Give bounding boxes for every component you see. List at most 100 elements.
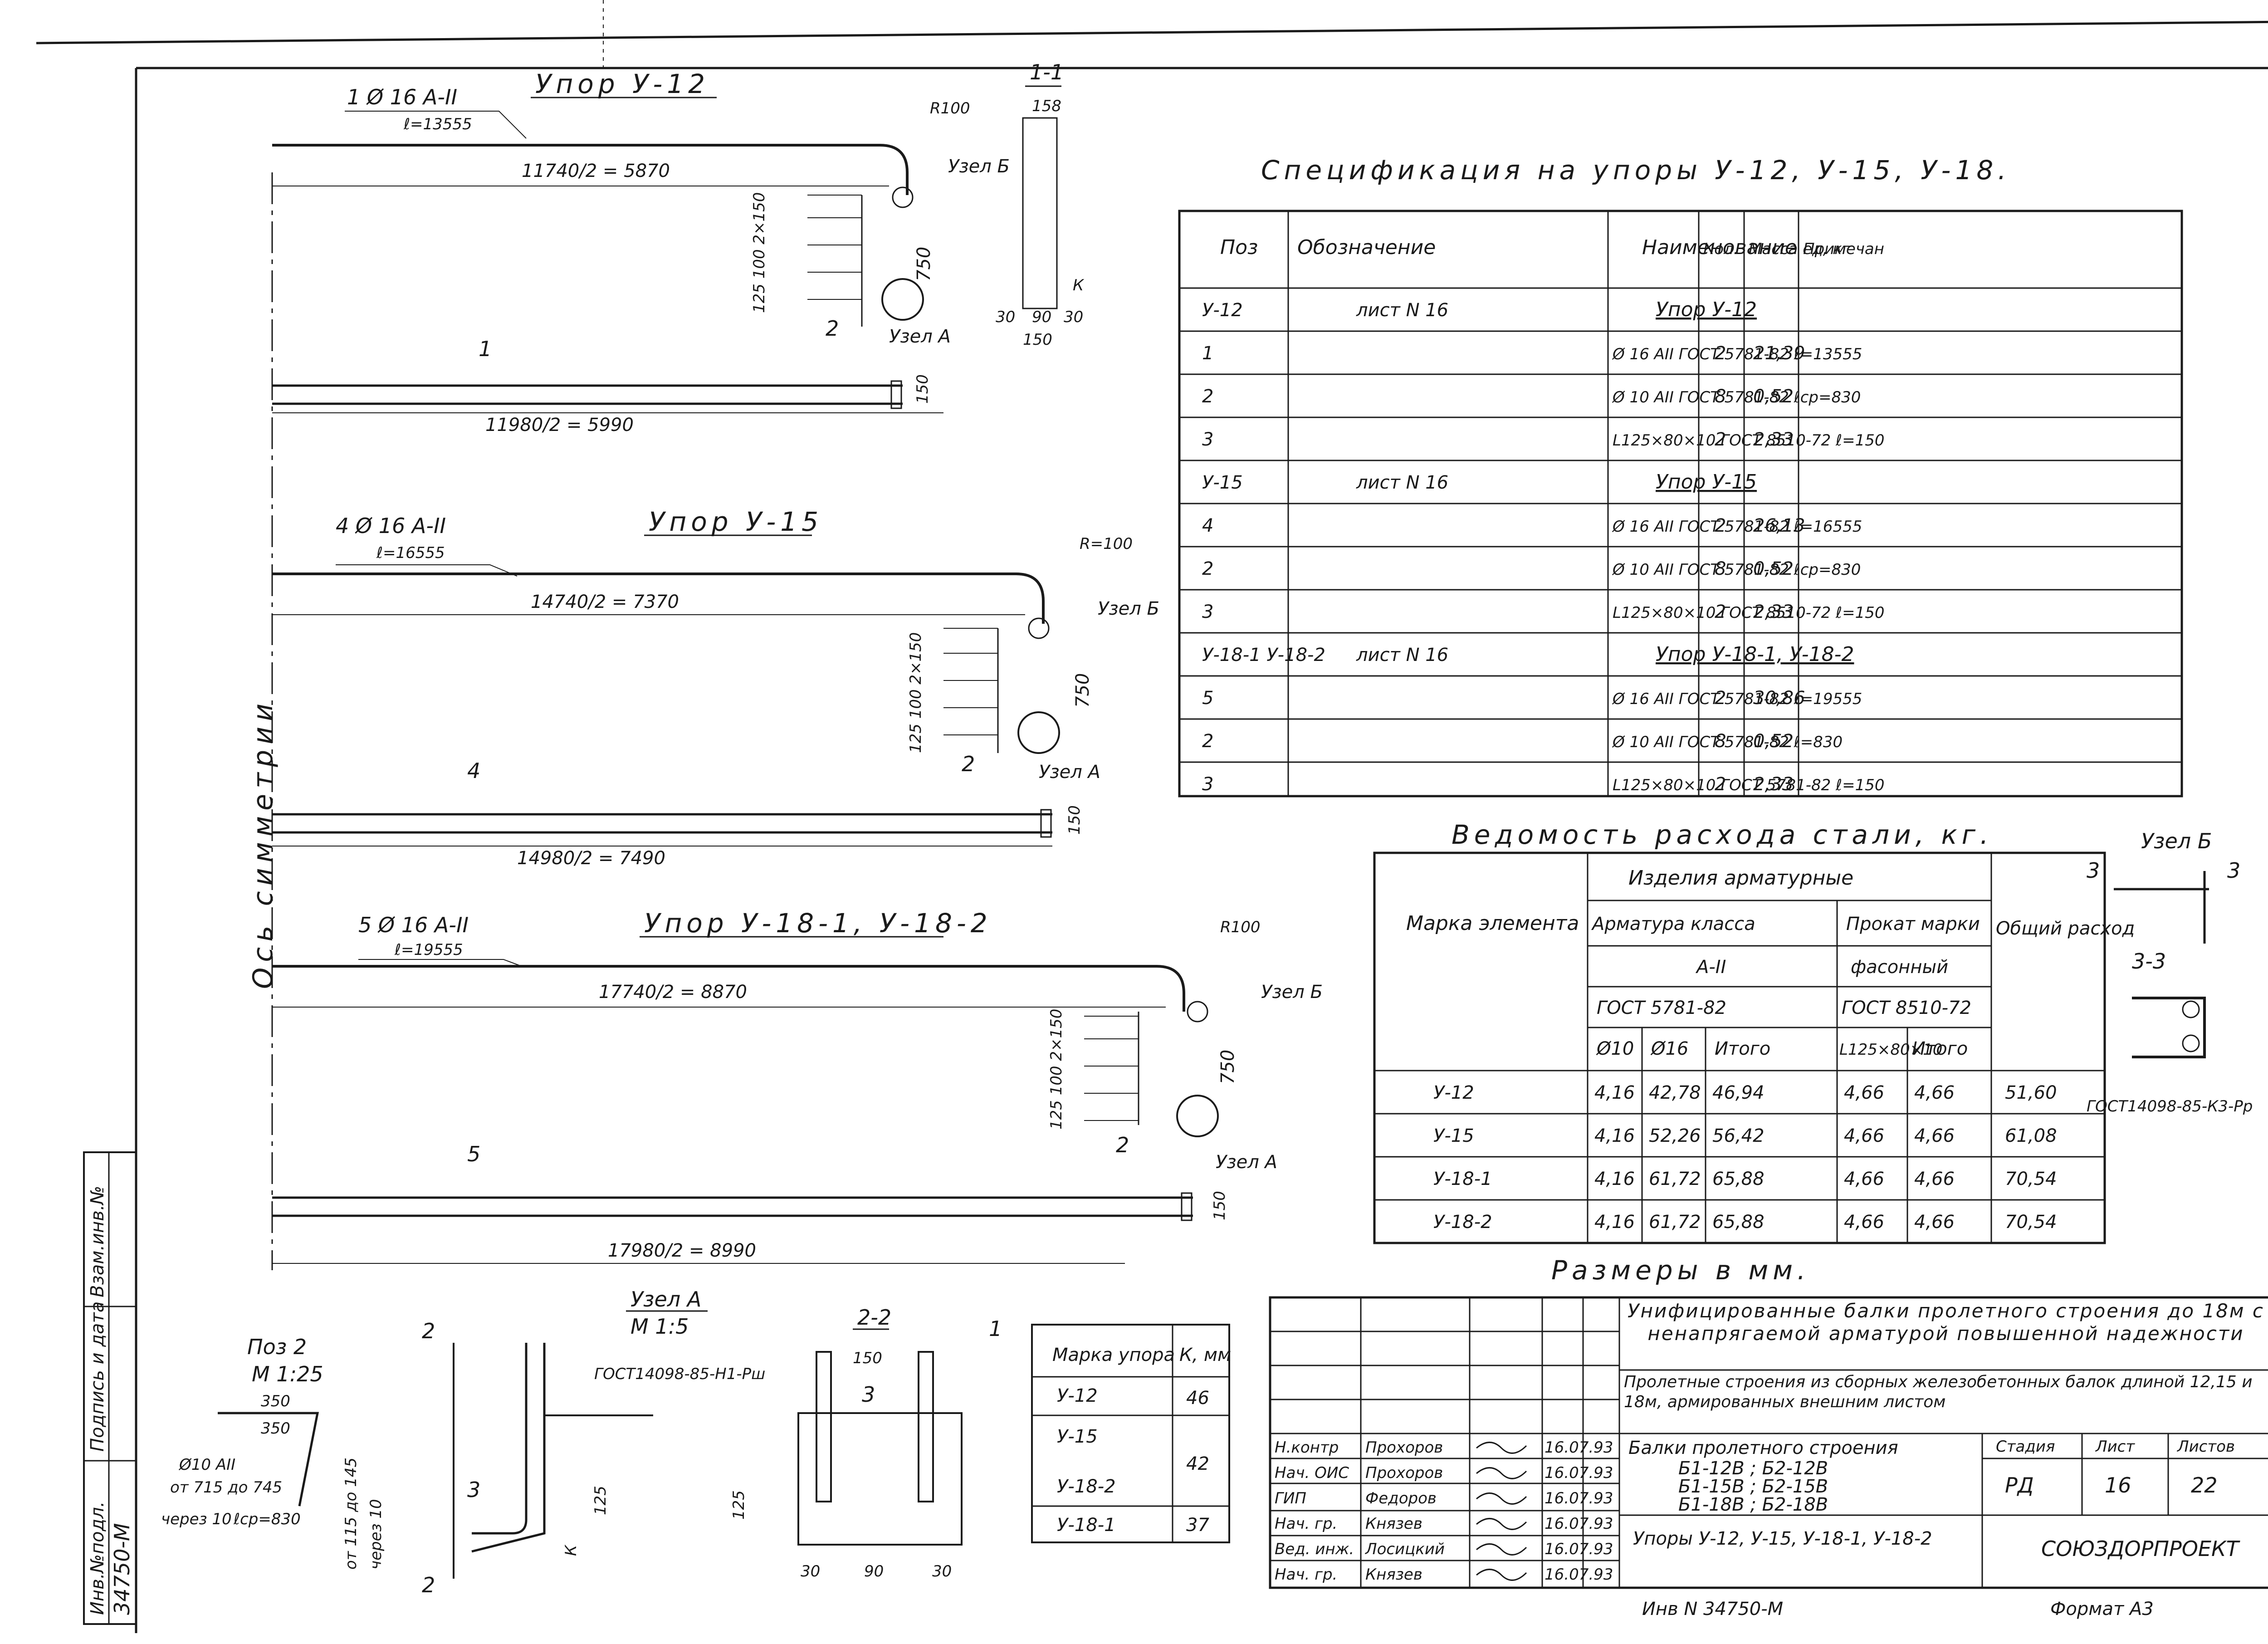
sec11-d90: 90 [1032, 308, 1051, 326]
u18-title: Упор У-18-1, У-18-2 [644, 908, 992, 939]
sec22-d30b: 30 [932, 1562, 952, 1580]
spec-cell-kol: 8 [1715, 558, 1726, 579]
steel-cell-d10: 4,16 [1594, 1082, 1635, 1103]
steel-sub-d16: Ø16 [1650, 1038, 1688, 1059]
spec-cell-name: Упор У-15 [1656, 470, 1757, 494]
steel-total-header: Общий расход [1996, 918, 2135, 939]
section-2-2: 2-2 150 1 3 125 30 90 30 [730, 1305, 1002, 1580]
u15-marker-4: 4 [467, 758, 480, 783]
spec-cell-oboz: лист N 16 [1356, 472, 1448, 493]
pos2-vstep: через 10 [367, 1499, 385, 1570]
stamp-person-date: 16.07.93 [1545, 1515, 1613, 1533]
steel-cell-l125: 4,66 [1844, 1125, 1884, 1146]
k-row1-k: 46 [1186, 1388, 1209, 1409]
steel-cell-mark: У-15 [1433, 1125, 1474, 1146]
stamp-person-role: ГИП [1275, 1489, 1306, 1507]
spec-cell-name: L125×80×10 ГОСТ 5781-82 ℓ=150 [1613, 776, 1884, 794]
u15-dim-750: 750 [1072, 673, 1093, 708]
spec-cell-poz: 2 [1202, 558, 1213, 579]
u15-dim-top: 14740/2 = 7370 [531, 592, 679, 612]
k-row3-mark: У-18-2 [1057, 1476, 1116, 1497]
u18-dim-bot: 17980/2 = 8990 [608, 1240, 756, 1261]
spec-cell-oboz: лист N 16 [1356, 300, 1448, 321]
spec-cell-kol: 8 [1715, 386, 1726, 407]
pos2-lcp: ℓср=830 [233, 1510, 301, 1528]
pos2-d350a: 350 [261, 1392, 290, 1410]
steel-class-value: A-II [1695, 957, 1726, 978]
steel-cell-d16: 52,26 [1649, 1125, 1701, 1146]
nodea-scale: М 1:5 [631, 1314, 689, 1339]
u12-dim-bot: 11980/2 = 5990 [485, 415, 634, 435]
steel-cell-total: 70,54 [2005, 1212, 2057, 1233]
u18-dim-vert: 125 100 2×150 [1047, 1009, 1066, 1130]
u15-marker-2: 2 [962, 752, 975, 776]
steel-cell-d10: 4,16 [1594, 1212, 1635, 1233]
nodea-m3: 3 [467, 1478, 480, 1502]
u15-radius: R=100 [1080, 535, 1133, 553]
steel-cell-d16: 42,78 [1649, 1082, 1701, 1103]
spec-cell-kol: 2 [1715, 343, 1726, 364]
steel-cell-d10: 4,16 [1594, 1169, 1635, 1189]
u15-length: ℓ=16555 [376, 544, 445, 562]
stamp-sheet-label: Лист [2095, 1438, 2135, 1456]
u15-node-b: Узел Б [1098, 598, 1159, 619]
u12-pos-label: 1 Ø 16 A-II [347, 85, 457, 109]
u15-dim-vert: 125 100 2×150 [907, 632, 925, 753]
spec-cell-name: Ø 16 AII ГОСТ 5781-82 ℓ=13555 [1612, 345, 1862, 363]
steel-cell-sum2: 4,66 [1914, 1169, 1955, 1189]
stamp-person-date: 16.07.93 [1545, 1540, 1613, 1558]
steel-cell-l125: 4,66 [1844, 1212, 1884, 1233]
u12-marker-2: 2 [826, 316, 839, 341]
stamp-sub-title: Пролетные строения из сборных железобето… [1624, 1373, 2253, 1411]
u15-dim-150: 150 [1066, 805, 1084, 835]
steel-sub-l125: L125×80×10 [1839, 1041, 1942, 1059]
stamp-main-title: Унифицированные балки пролетного строени… [1627, 1300, 2265, 1345]
pos2-detail: Поз 2 М 1:25 350 350 Ø10 AII от 715 до 7… [161, 1335, 385, 1570]
pos2-bar: Ø10 AII [178, 1456, 235, 1474]
stamp-sheets-label: Листов [2176, 1438, 2235, 1456]
stamp-beam-3: Б1-18В ; Б2-18В [1678, 1494, 1828, 1515]
u15-title: Упор У-15 [649, 506, 823, 537]
nodeb-m3-right: 3 [2227, 858, 2240, 883]
u18-dim-750: 750 [1217, 1050, 1238, 1084]
view-u12: Упор У-12 1 Ø 16 A-II ℓ=13555 11740/2 = … [272, 68, 1010, 435]
u18-dim-top: 17740/2 = 8870 [599, 982, 747, 1003]
stamp-sheet-title: Упоры У-12, У-15, У-18-1, У-18-2 [1633, 1528, 1932, 1549]
steel-cell-d16: 61,72 [1649, 1212, 1701, 1233]
steel-cell-d16: 61,72 [1649, 1169, 1701, 1189]
spec-cell-name: Ø 10 AII ГОСТ 5781-82 ℓср=830 [1612, 388, 1861, 406]
k-table: Марка упора К, мм У-12 46 У-15 42 У-18-2… [1031, 1324, 1231, 1543]
stamp-person-name: Прохоров [1365, 1438, 1443, 1457]
spec-cell-poz: 3 [1202, 774, 1213, 795]
view-u15: Упор У-15 4 Ø 16 A-II ℓ=16555 14740/2 = … [272, 506, 1159, 869]
spec-cell-oboz: лист N 16 [1356, 645, 1448, 665]
u18-node-a: Узел А [1216, 1152, 1277, 1173]
stamp-person-role: Нач. ОИС [1275, 1464, 1349, 1482]
steel-cell-mark: У-12 [1433, 1082, 1474, 1103]
spec-cell-poz: У-12 [1202, 300, 1243, 321]
u12-dim-vert: 125 100 2×150 [750, 192, 768, 313]
stamp-person-name: Князев [1365, 1566, 1422, 1584]
u12-title: Упор У-12 [535, 68, 709, 99]
sec11-k: К [1073, 276, 1085, 294]
k-row2-k: 42 [1186, 1453, 1209, 1474]
steel-class-header: Арматура класса [1591, 914, 1755, 935]
spec-cell-poz: 2 [1202, 731, 1213, 752]
spec-cell-kol: 2 [1715, 515, 1726, 536]
node-a-detail: Узел А М 1:5 ГОСТ14098-85-Н1-Рш 2 2 125 … [422, 1287, 765, 1597]
steel-sub-sum1: Итого [1715, 1038, 1770, 1059]
node-b-detail: Узел Б 3 3 3-3 ГОСТ14098-85-К3-Рр [2087, 829, 2253, 1116]
k-row4-k: 37 [1186, 1515, 1209, 1536]
